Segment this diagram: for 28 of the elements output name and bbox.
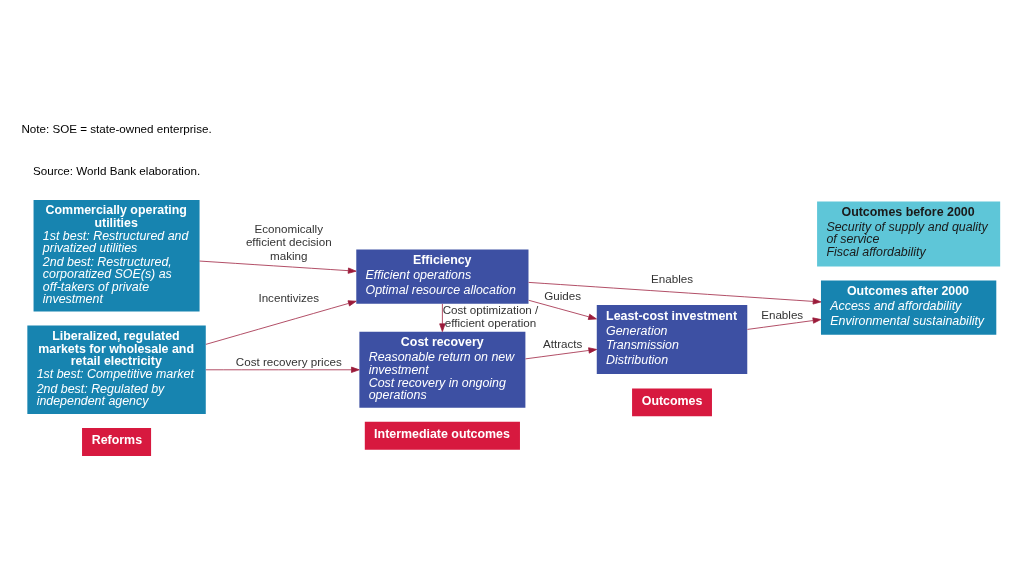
arrow: [439, 303, 446, 332]
node-box: Efficiency Efficient operations Optimal resource allocation: [356, 249, 529, 304]
edge-label: Enables: [761, 307, 804, 321]
edge-label: Attracts: [542, 337, 583, 351]
label: Source: World Bank elaboration.: [32, 163, 201, 177]
arrow: [525, 347, 597, 360]
edge-label: Cost recovery prices: [235, 354, 342, 368]
edge-label: Cost optimization / efficient operation: [442, 303, 539, 330]
node-box: Commercially operating utilities 1st best: Restructured and privatized utilities 2nd best: Restructured, corporatized SOE(s) as off-takers of private investment: [33, 199, 200, 312]
arrow: [205, 300, 357, 345]
edge-label: Enables: [651, 271, 694, 285]
node-box: Reforms: [82, 427, 152, 456]
label: Note: SOE = state-owned enterprise.: [21, 121, 212, 135]
edge-label: Incentivizes: [258, 291, 320, 305]
arrow: [205, 366, 360, 373]
arrow: [528, 299, 597, 320]
node-box: Least-cost investment Generation Transmission Distribution: [596, 305, 748, 375]
node-box: Outcomes before 2000 Security of supply and quality of service Fiscal affordability: [817, 201, 1001, 267]
node-box: Intermediate outcomes: [364, 421, 520, 450]
arrow: [528, 282, 822, 305]
edge-label: Economically efficient decision making: [245, 222, 332, 262]
edge-label: Guides: [544, 288, 582, 302]
node-box: Outcomes: [632, 388, 712, 417]
node-box: Cost recovery Reasonable return on new investment Cost recovery in ongoing operations: [359, 331, 526, 408]
arrow: [199, 260, 357, 274]
arrow: [747, 317, 822, 330]
node-box: Liberalized, regulated markets for wholesale and retail electricity 1st best: Competitive market 2nd best: Regulated by independent agency: [27, 325, 206, 414]
node-box: Outcomes after 2000 Access and affordability Environmental sustainability: [820, 280, 997, 335]
